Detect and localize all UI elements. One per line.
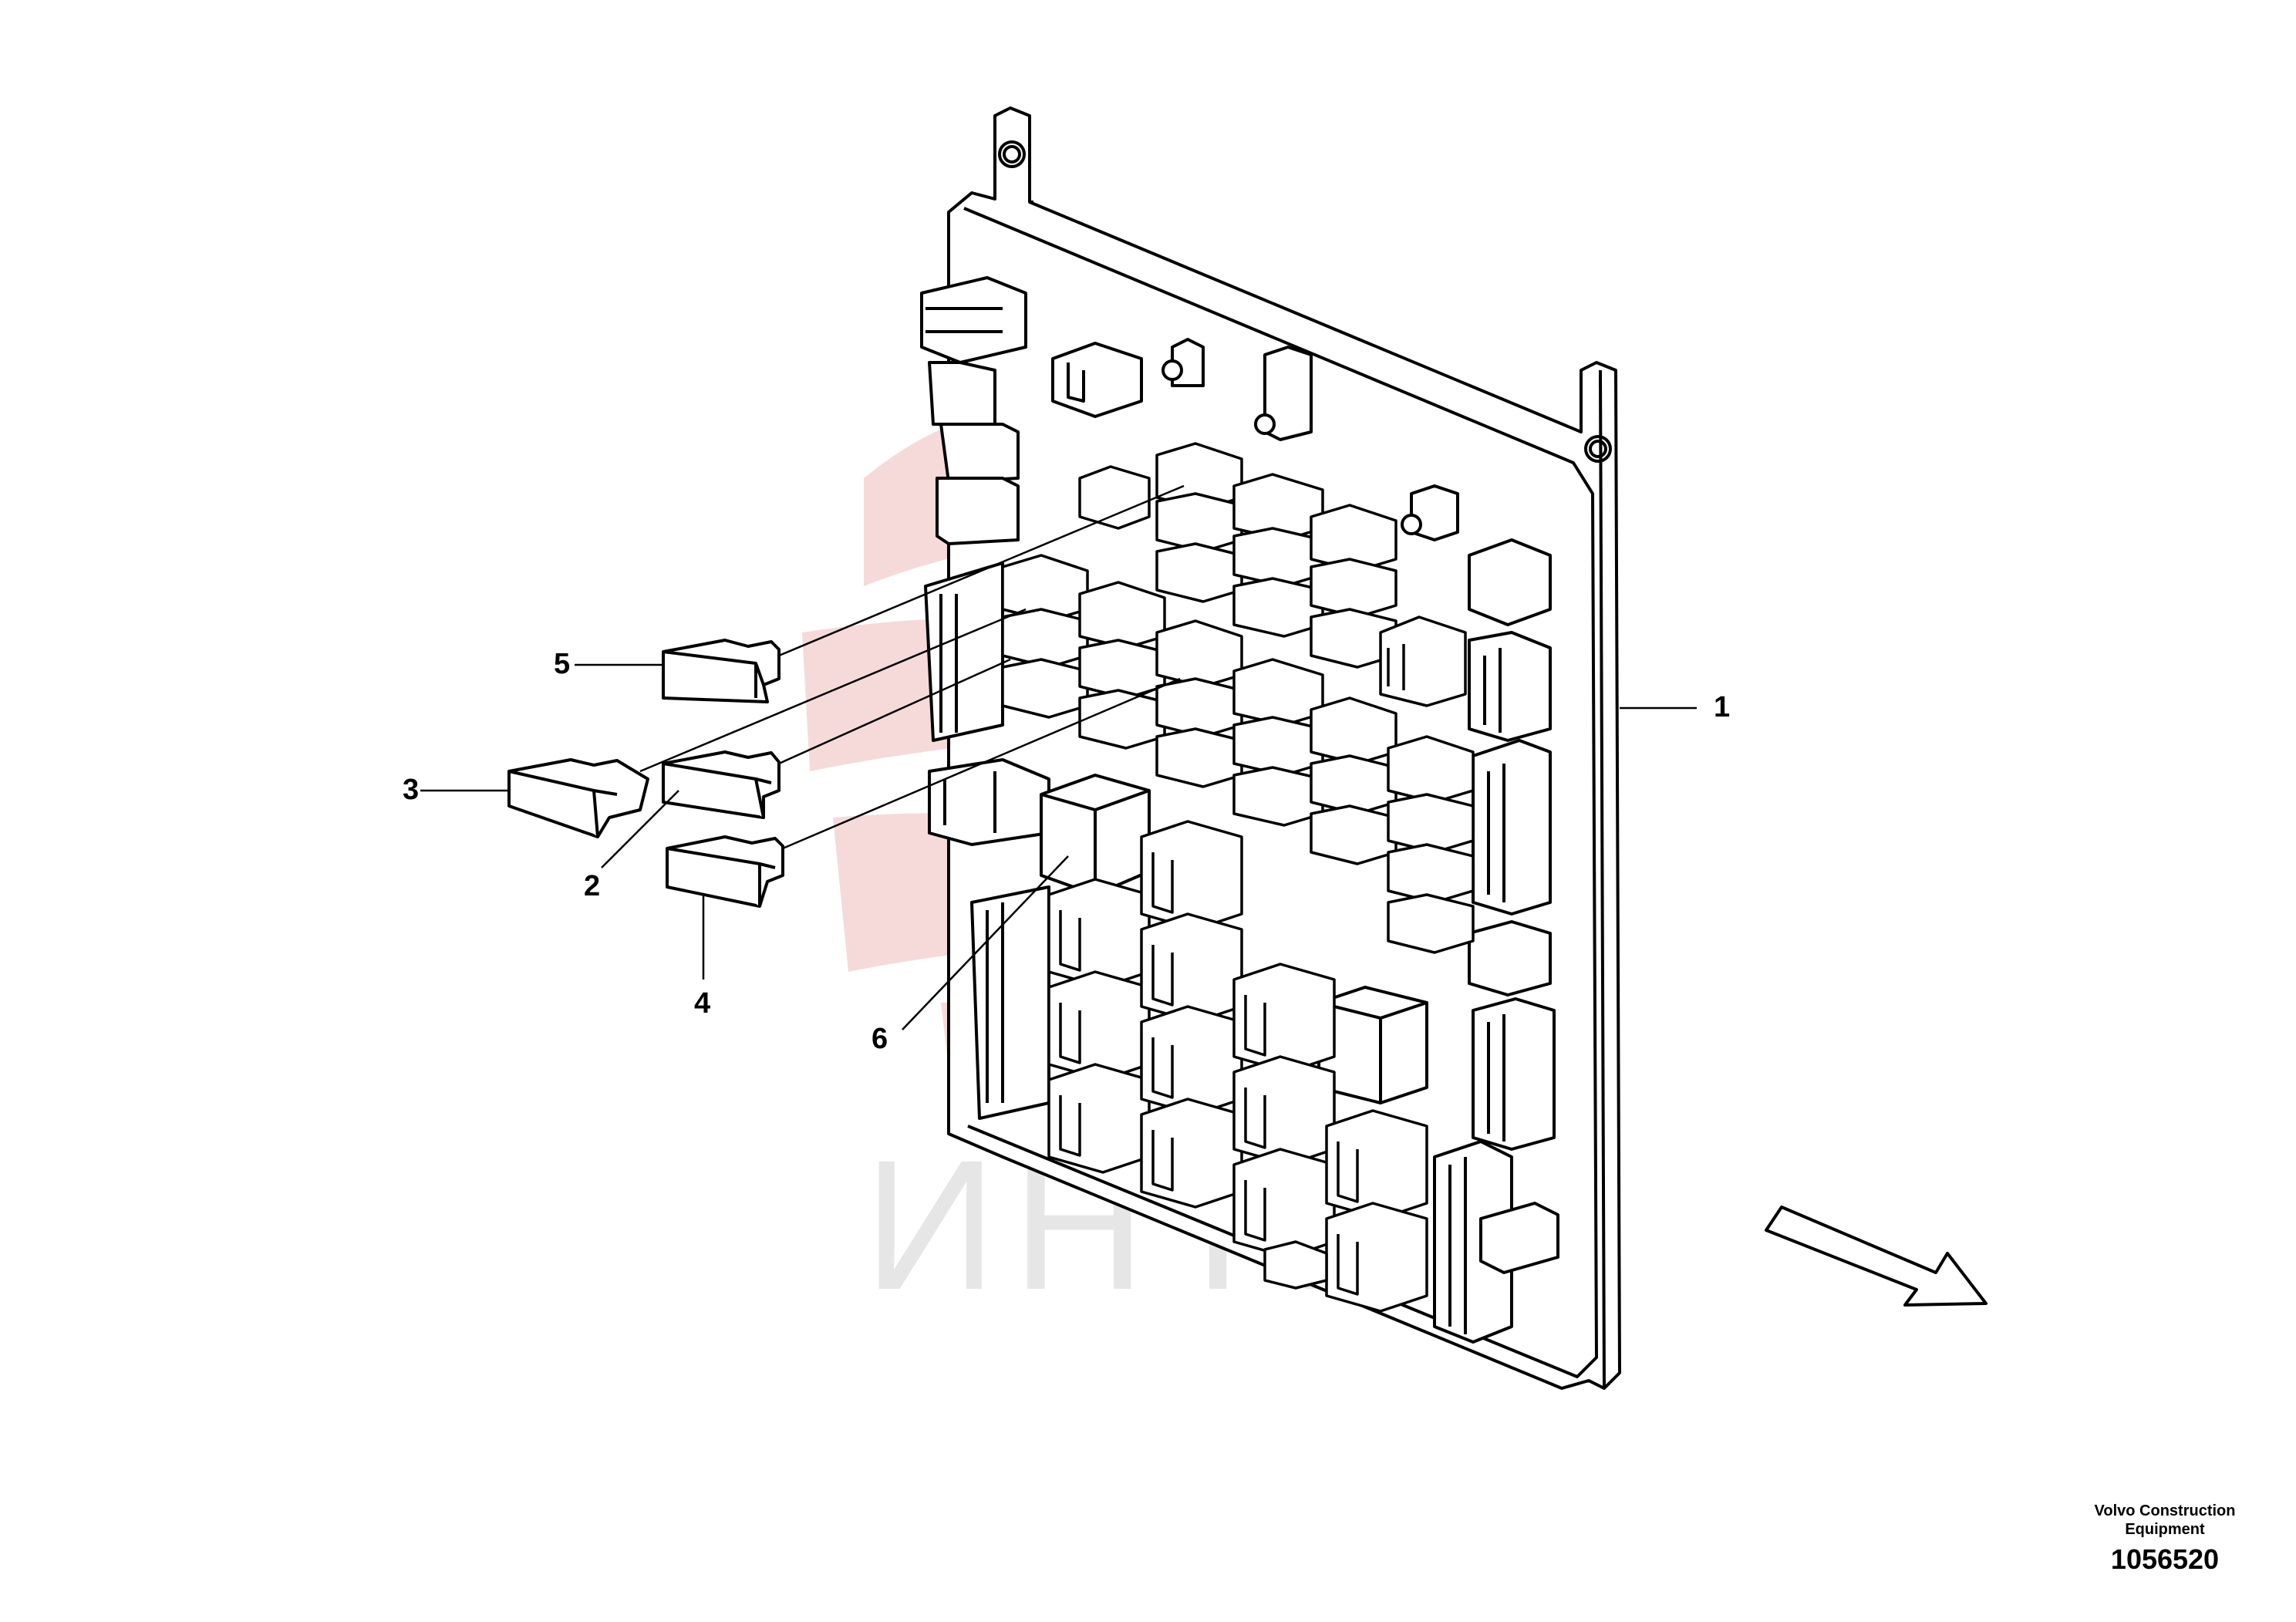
loose-fuses — [507, 639, 784, 908]
callout-5: 5 — [554, 648, 571, 680]
leader-lines — [420, 484, 1697, 1030]
callout-2: 2 — [584, 870, 601, 902]
main-relay — [1040, 774, 1428, 1104]
direction-arrow-icon — [1765, 1206, 1988, 1307]
top-relays — [1051, 338, 1459, 541]
fuse-array — [1001, 442, 1475, 954]
figure-credit: Volvo Construction Equipment 1056520 — [2080, 1502, 2250, 1576]
manufacturer-name: Volvo Construction Equipment — [2094, 1502, 2236, 1538]
callout-1: 1 — [1714, 691, 1731, 723]
lower-relay-sockets — [1047, 820, 1428, 1313]
right-connectors — [1433, 538, 1559, 1344]
left-connectors — [920, 276, 1050, 1120]
figure-number: 1056520 — [2110, 1543, 2220, 1575]
callout-4: 4 — [694, 987, 711, 1020]
callout-6: 6 — [872, 1023, 888, 1055]
callout-3: 3 — [403, 774, 420, 806]
